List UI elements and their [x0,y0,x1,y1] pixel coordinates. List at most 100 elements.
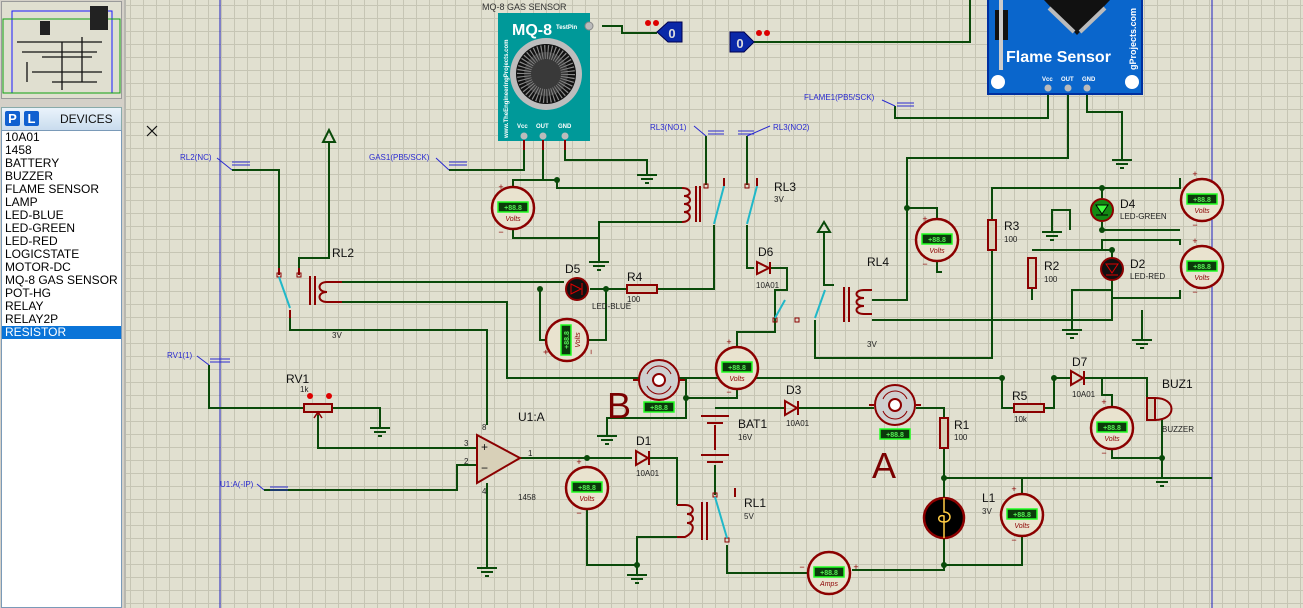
relay-rl4[interactable]: RL4 3V [772,255,889,349]
logic-probe[interactable]: 0 [645,20,683,43]
svg-text:L1: L1 [982,491,996,505]
terminal-rl2-nc[interactable]: RL2(NC) [180,153,250,171]
resistor-r1[interactable]: R1 100 [939,417,970,449]
terminal-u1a-ip[interactable]: U1:A(-IP) [220,480,288,491]
device-item[interactable]: MQ-8 GAS SENSOR [5,273,118,287]
battery-bat1[interactable]: BAT1 16V [701,415,767,463]
mq8-gas-sensor[interactable]: MQ-8 GAS SENSOR MQ-8 TestPin www.TheEngi… [482,2,594,150]
svg-text:+: + [498,182,503,192]
svg-text:+88.8: +88.8 [1193,264,1211,271]
svg-text:LED-GREEN: LED-GREEN [1120,212,1167,221]
svg-text:−: − [1192,220,1197,230]
device-item[interactable]: LAMP [5,195,38,209]
svg-text:LED-RED: LED-RED [1130,272,1165,281]
svg-text:4: 4 [482,487,487,496]
svg-text:RL1: RL1 [744,496,766,510]
svg-text:GND: GND [558,124,572,130]
library-button[interactable]: L [24,111,39,126]
device-item[interactable]: BUZZER [5,169,53,183]
devices-list[interactable]: 10A01 1458 BATTERY BUZZER FLAME SENSOR L… [1,130,122,608]
device-item[interactable]: LOGICSTATE [5,247,80,261]
resistor-r3[interactable]: R3 100 [987,219,1020,251]
diode-d3[interactable]: D3 10A01 [784,383,810,428]
svg-text:+: + [726,337,731,347]
motor-label-a: A [872,445,896,486]
svg-text:R3: R3 [1004,219,1020,233]
led-blue-d5[interactable]: D5 LED-BLUE [565,262,631,311]
svg-text:+88.8: +88.8 [886,432,904,439]
svg-text:U1:A: U1:A [518,410,545,424]
relay-rl2[interactable]: RL2 3V [276,246,354,340]
devices-header: P L DEVICES [1,107,122,131]
buzzer-buz1[interactable]: BUZ1 BUZZER [1146,377,1194,434]
svg-text:www.TheEngineeringProjects.com: www.TheEngineeringProjects.com [504,40,510,139]
device-item[interactable]: FLAME SENSOR [5,182,100,196]
device-item[interactable]: RELAY2P [5,312,59,326]
relay-rl3[interactable]: RL3 3V [681,178,796,225]
terminal-rl3-no2[interactable]: RL3(NO2) [738,123,810,137]
led-green-d4[interactable]: D4 LED-GREEN [1090,197,1167,222]
svg-text:Volts: Volts [1194,275,1210,282]
device-item[interactable]: BATTERY [5,156,60,170]
svg-text:10A01: 10A01 [1072,390,1096,399]
overview-map [2,6,121,94]
svg-text:MQ-8: MQ-8 [512,22,552,39]
logic-probe[interactable]: 0 [729,30,770,53]
svg-text:OUT: OUT [1061,77,1074,83]
potentiometer-rv1[interactable]: RV1 1k [286,372,333,419]
resistor-r4[interactable]: R4 100 [626,270,658,304]
svg-text:RL2: RL2 [332,246,354,260]
svg-text:Volts: Volts [1014,523,1030,530]
svg-text:0: 0 [736,36,743,51]
relay-rl1[interactable]: RL1 5V [677,488,766,543]
motor-b[interactable]: +88.8 [633,359,685,413]
svg-text:−: − [586,349,596,354]
svg-text:LED-BLUE: LED-BLUE [592,302,631,311]
terminal-gas1[interactable]: GAS1(PB5/SCK) [369,153,467,171]
resistor-r2[interactable]: R2 100 [1027,257,1060,289]
svg-text:3V: 3V [774,195,784,204]
device-item[interactable]: LED-RED [5,234,58,248]
svg-text:100: 100 [627,295,641,304]
svg-text:TestPin: TestPin [556,25,578,31]
device-item[interactable]: LED-GREEN [5,221,76,235]
resistor-r5[interactable]: R5 10k [1012,389,1045,424]
diode-d6[interactable]: D6 10A01 [756,245,780,290]
device-item[interactable]: LED-BLUE [5,208,64,222]
svg-text:−: − [799,562,804,572]
device-item[interactable]: 1458 [5,143,32,157]
svg-text:Flame Sensor: Flame Sensor [1006,49,1111,66]
device-item[interactable]: POT-HG [5,286,52,300]
device-item-selected[interactable]: RESISTOR [2,326,121,339]
flame-sensor[interactable]: Flame Sensor gProjects.com Vcc OUT GND [987,0,1143,95]
diode-d1[interactable]: D1 10A01 [635,434,660,478]
pick-devices-button[interactable]: P [5,111,20,126]
device-item[interactable]: MOTOR-DC [5,260,71,274]
svg-text:D6: D6 [758,245,774,259]
terminal-flame1[interactable]: FLAME1(PB5/SCK) [804,93,914,107]
device-item[interactable]: 10A01 [5,130,40,144]
motor-a[interactable]: +88.8 [869,384,921,440]
mq8-title: MQ-8 GAS SENSOR [482,2,567,12]
terminal-rv1[interactable]: RV1(1) [167,351,230,366]
led-red-d2[interactable]: D2 LED-RED [1100,257,1165,281]
schematic-canvas[interactable]: FLAME1(PB5/SCK) RL3(NO1) RL3(NO2) RL2(NC… [124,0,1303,608]
svg-text:+88.8: +88.8 [578,485,596,492]
svg-text:+: + [541,349,551,354]
diode-d7[interactable]: D7 10A01 [1070,355,1096,399]
terminal-rl3-no1[interactable]: RL3(NO1) [650,123,724,137]
overview-window[interactable] [1,1,122,99]
lamp-l1[interactable]: L1 3V [922,491,996,540]
device-item[interactable]: RELAY [5,299,44,313]
opamp-u1a[interactable]: +− 3 2 1 8 4 U1:A 1458 [464,410,545,502]
